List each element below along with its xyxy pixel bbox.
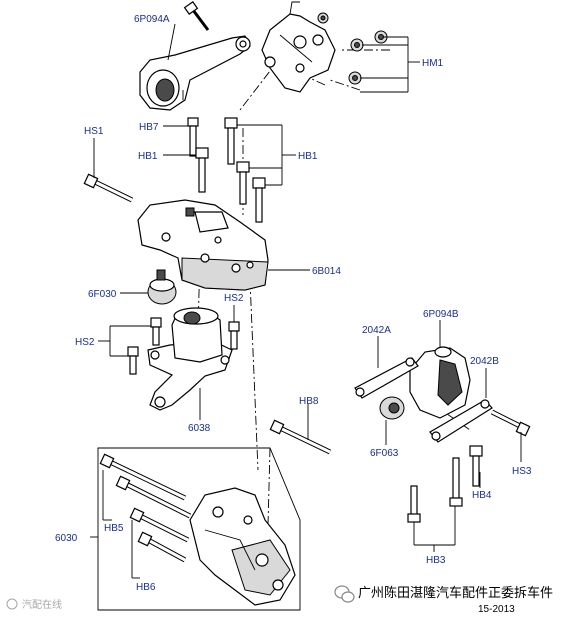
hb7-bolt: [187, 117, 199, 157]
callout-hb7: HB7: [139, 122, 159, 133]
engine-steady-6p094b: [409, 346, 471, 419]
callout-hb4: HB4: [472, 490, 492, 501]
callout-2042a: 2042A: [362, 325, 391, 336]
engine-steady-rod-6p094a: [139, 1, 251, 111]
hb1-bolts: [195, 117, 266, 223]
bracket-6030-box: [97, 447, 301, 611]
callout-6f030: 6F030: [88, 289, 117, 300]
hb6-bolts: [129, 507, 190, 563]
callout-6f063: 6F063: [370, 448, 399, 459]
watermark-right-text: 广州陈田湛隆汽车配件正委拆车件: [358, 585, 553, 600]
figure-code: 15-2013: [478, 604, 515, 615]
callout-hs2-right: HS2: [224, 293, 244, 304]
hs1-bolt: [83, 173, 134, 203]
watermark-left: 汽配在线: [6, 598, 62, 611]
callout-hb1-right: HB1: [298, 151, 318, 162]
mount-bracket-upper: [261, 1, 336, 93]
link-2042a: [354, 357, 419, 399]
callout-2042b: 2042B: [470, 356, 499, 367]
callout-6p094b: 6P094B: [423, 309, 459, 320]
mount-bracket-6b014: [137, 199, 269, 291]
hs3-bolt: [490, 409, 531, 437]
hb5-bolts: [99, 453, 192, 519]
hs2-bolts: [127, 317, 240, 375]
callout-hs3: HS3: [512, 466, 532, 477]
callout-hm1: HM1: [422, 58, 444, 69]
watermark-left-text: 汽配在线: [22, 598, 62, 611]
wechat-icon: [334, 585, 355, 603]
callout-6038: 6038: [188, 423, 211, 434]
hb3-bolts: [407, 457, 463, 523]
watermark-right: 广州陈田湛隆汽车配件正委拆车件: [334, 585, 553, 603]
hb4-bolt: [469, 445, 483, 487]
callout-hb8: HB8: [299, 396, 319, 407]
callout-hs2-left: HS2: [75, 337, 95, 348]
callout-hb5: HB5: [104, 523, 124, 534]
callout-hb6: HB6: [136, 582, 156, 593]
callout-leader-lines: [90, 23, 522, 579]
engine-mount-6038: [147, 307, 233, 411]
callout-6b014: 6B014: [312, 266, 341, 277]
bush-6f030: [147, 269, 177, 305]
hm1-nuts: [317, 12, 388, 85]
transmission-bracket-6030: [189, 487, 296, 606]
callout-hs1: HS1: [84, 126, 104, 137]
callout-6030: 6030: [55, 533, 78, 544]
callout-hb1-left: HB1: [138, 151, 158, 162]
hb8-bolt: [269, 419, 332, 455]
bush-6f063: [379, 396, 405, 420]
callout-6p094a: 6P094A: [134, 14, 170, 25]
link-2042b: [429, 399, 493, 443]
callout-hb3: HB3: [426, 555, 446, 566]
